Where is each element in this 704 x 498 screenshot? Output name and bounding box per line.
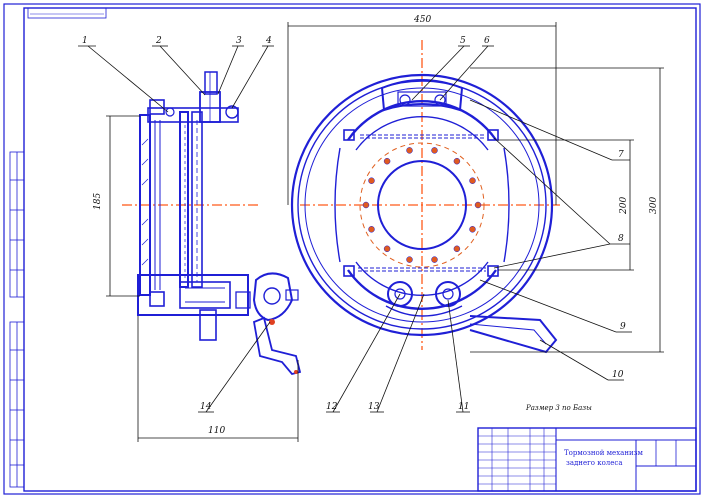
callout-3: 3 xyxy=(236,36,242,46)
dim-right xyxy=(470,67,664,353)
dim-top xyxy=(287,22,557,205)
front-view-leaders xyxy=(326,45,632,413)
side-view-leaders xyxy=(78,45,274,413)
outer-frame xyxy=(3,3,701,495)
callout-8: 8 xyxy=(618,234,624,244)
hub-bolt-dot xyxy=(453,245,461,253)
callout-1: 1 xyxy=(82,36,88,46)
callout-6: 6 xyxy=(484,36,490,46)
left-margin-strips xyxy=(9,151,25,488)
dim-right-b-label: 300 xyxy=(649,197,659,214)
hub-bolt-dot xyxy=(431,256,438,263)
dim-right-a-label: 200 xyxy=(619,197,629,215)
hub-bolt-dot xyxy=(383,245,391,253)
hub-bolt-dot xyxy=(453,157,461,165)
callout-4: 4 xyxy=(265,36,272,46)
hub-bolt-dot xyxy=(383,157,391,165)
dim-left-height-label: 185 xyxy=(93,193,103,210)
inner-frame xyxy=(23,7,697,492)
dim-top-label: 450 xyxy=(413,15,431,25)
hub-bolt-ring xyxy=(362,147,482,263)
callout-13: 13 xyxy=(368,402,380,412)
title-block xyxy=(477,427,697,492)
hub-bolt-dot xyxy=(362,201,370,209)
hub-bolt-dot xyxy=(406,147,413,154)
callout-12: 12 xyxy=(326,402,338,412)
callout-10: 10 xyxy=(612,370,624,380)
callout-2: 2 xyxy=(155,36,162,46)
hub-bolt-dot xyxy=(406,256,413,263)
callout-7: 7 xyxy=(618,150,624,160)
side-section-view: 185 110 xyxy=(93,71,302,442)
callout-5: 5 xyxy=(460,36,466,46)
hub-bolt-dot xyxy=(474,201,482,209)
dim-bottom xyxy=(137,316,299,442)
hub-bolt-dot xyxy=(368,177,375,184)
scale-note: Размер 3 по Базы xyxy=(525,404,592,412)
dim-bottom-label: 110 xyxy=(208,426,225,436)
title-block-name-line2: заднего колеса xyxy=(566,459,623,467)
callout-14: 14 xyxy=(200,402,212,412)
top-stamp-strip xyxy=(27,7,107,19)
dim-left-height xyxy=(106,115,140,297)
title-block-name-line1: Тормозной механизм xyxy=(564,449,643,457)
hub-bolt-dot xyxy=(469,226,476,233)
hub-bolt-dot xyxy=(368,226,375,233)
hub-bolt-dot xyxy=(469,177,476,184)
front-view xyxy=(290,40,560,354)
hub-bolt-dot xyxy=(431,147,438,154)
callout-11: 11 xyxy=(458,402,469,412)
callout-9: 9 xyxy=(620,322,626,332)
